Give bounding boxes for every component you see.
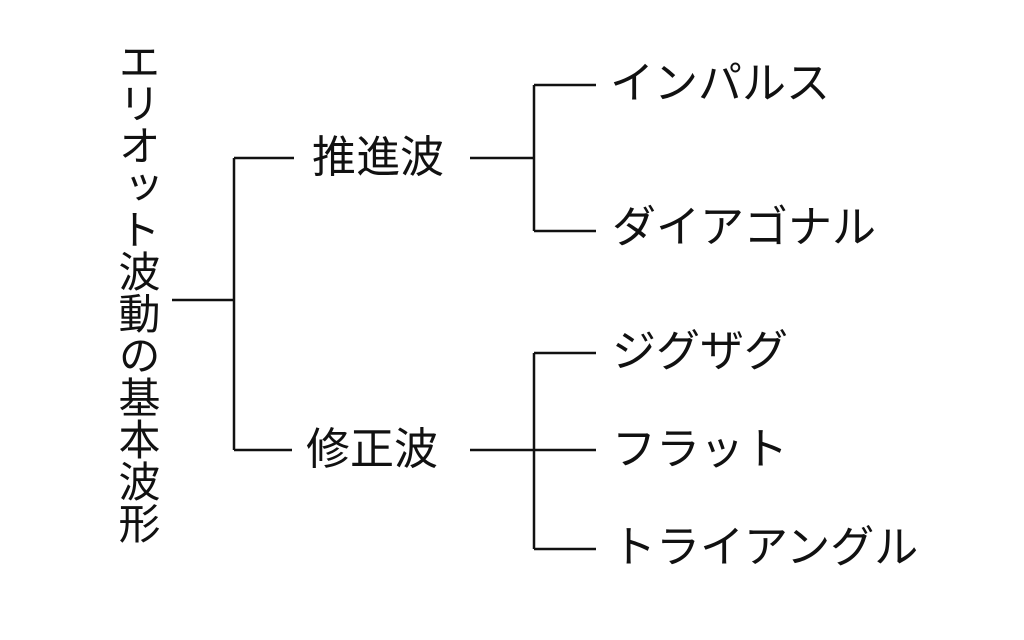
leaf-label-zigzag: ジグザグ (612, 326, 788, 377)
leaf-label-triangle: トライアングル (612, 522, 919, 573)
leaf-label-impulse: インパルス (610, 58, 830, 109)
leaf-label-diagonal: ダイアゴナル (612, 202, 876, 253)
branch-label-corrective: 修正波 (306, 424, 438, 475)
branch-label-propulsive: 推進波 (312, 132, 444, 183)
root-label: エリオット波動の基本波形 (112, 40, 161, 544)
leaf-label-flat: フラット (612, 424, 788, 475)
